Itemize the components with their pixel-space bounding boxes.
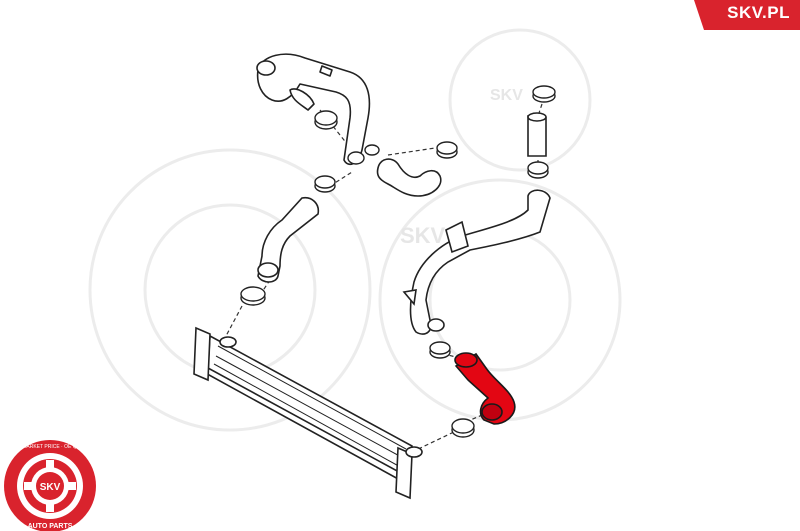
- right-pipe: [402, 112, 551, 335]
- small-hose: [376, 158, 442, 197]
- upper-pipe: [256, 53, 371, 166]
- intercooler: [193, 326, 423, 500]
- badge-shape: [694, 0, 800, 30]
- skv-logo: SKV AFTERMARKET PRICE · OE QUALITY AUTO …: [4, 440, 96, 531]
- watermark-text-2: SKV: [490, 87, 523, 104]
- logo-center-text: SKV: [40, 482, 61, 493]
- clamps-upper: [240, 85, 556, 438]
- logo-ring-text-bottom: AUTO PARTS: [28, 523, 73, 530]
- brand-badge: SKV.PL: [682, 0, 800, 30]
- logo-ring-text-top: AFTERMARKET PRICE · OE QUALITY: [6, 444, 95, 450]
- watermark-text: SKV: [400, 223, 446, 248]
- left-hose: [257, 196, 320, 283]
- red-intercooler-hose[interactable]: [454, 352, 516, 425]
- brand-name: SKV.PL: [727, 3, 790, 22]
